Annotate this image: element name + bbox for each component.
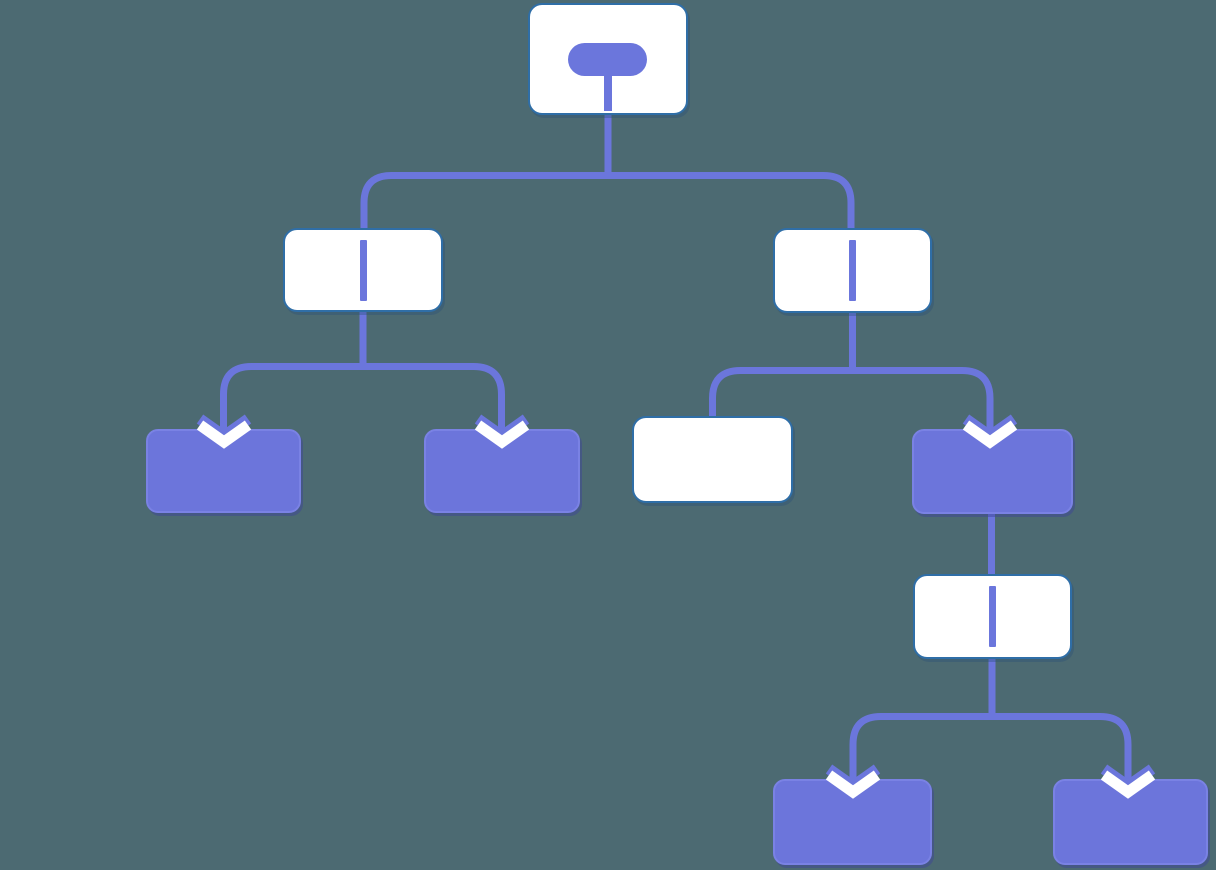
node-root[interactable]	[528, 3, 688, 115]
node-passthrough[interactable]	[913, 574, 1072, 659]
connector-rail-bottom	[849, 713, 1132, 783]
connector-rail-right	[709, 367, 994, 433]
node-child-plain[interactable]	[632, 416, 793, 503]
node-branch-right[interactable]	[773, 228, 932, 313]
connector-rail-level1	[360, 172, 855, 231]
pill-node-icon	[568, 43, 647, 76]
double-chevron-down-icon	[1100, 764, 1156, 799]
vertical-bar-icon	[989, 586, 996, 647]
node-branch-left[interactable]	[283, 228, 443, 312]
vertical-bar-icon	[849, 240, 856, 301]
double-chevron-down-icon	[196, 414, 251, 449]
double-chevron-down-icon	[474, 414, 529, 449]
vertical-bar-icon	[359, 240, 367, 301]
double-chevron-down-icon	[962, 414, 1018, 449]
pill-stem	[604, 71, 612, 111]
double-chevron-down-icon	[825, 764, 881, 799]
connector-rail-left	[220, 363, 505, 433]
